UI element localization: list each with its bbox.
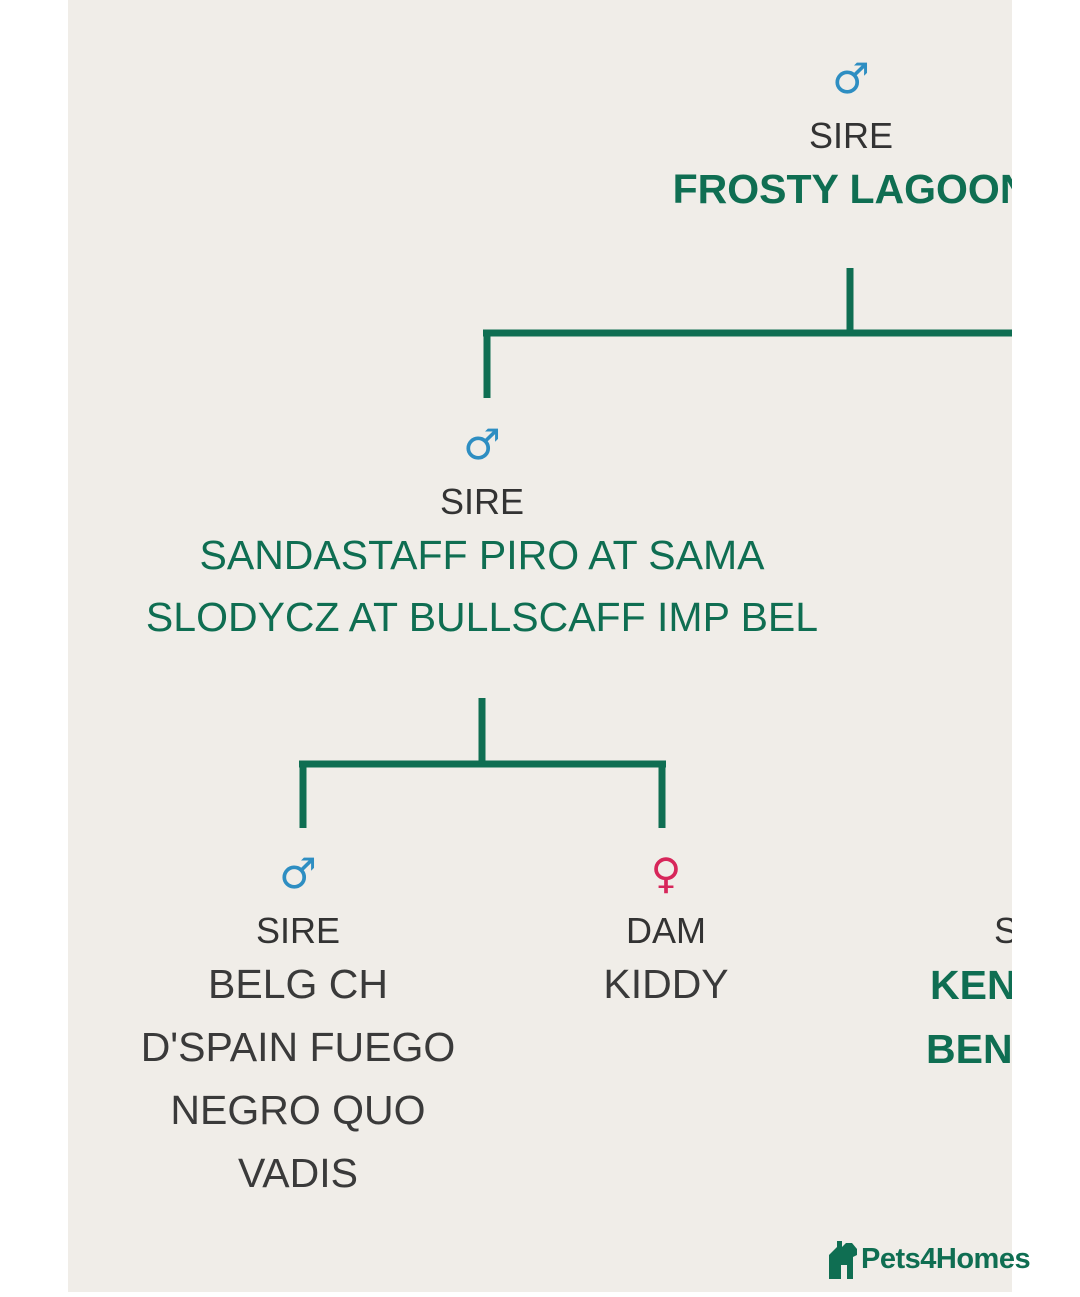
grand-sire-name-line: D'SPAIN FUEGO bbox=[140, 1024, 456, 1070]
right-partial-role: S bbox=[994, 910, 1012, 951]
second-sire-name-line: SLODYCZ AT BULLSCAFF IMP BEL bbox=[145, 594, 819, 640]
grand-sire-role: SIRE bbox=[255, 910, 341, 951]
right-partial-name-line: BEN bbox=[926, 1026, 1012, 1072]
grand-dam-role: DAM bbox=[626, 910, 706, 951]
pets4homes-logo-text: Pets4Homes bbox=[861, 1242, 1031, 1275]
pets4homes-logo: Pets4Homes bbox=[827, 1236, 1031, 1282]
grand-dam-name-line: KIDDY bbox=[603, 961, 729, 1007]
male-symbol-icon: ♂ bbox=[463, 420, 501, 469]
top-sire-node: ♂ SIRE FROSTY LAGOON bbox=[571, 58, 1012, 220]
male-symbol-icon: ♂ bbox=[832, 54, 870, 103]
right-partial-node: S KEN BEN bbox=[926, 853, 1012, 1081]
grand-sire-name-line: NEGRO QUO bbox=[170, 1087, 426, 1133]
grand-sire-name-line: BELG CH bbox=[208, 961, 388, 1007]
right-partial-name-line: KEN bbox=[930, 962, 1012, 1008]
grand-sire-name-line: VADIS bbox=[238, 1150, 358, 1196]
pets4homes-dog-house-icon bbox=[829, 1241, 857, 1279]
top-sire-role: SIRE bbox=[808, 115, 894, 156]
second-sire-name-line: SANDASTAFF PIRO AT SAMA bbox=[199, 532, 765, 578]
male-symbol-icon: ♂ bbox=[279, 849, 317, 898]
top-sire-name: FROSTY LAGOON bbox=[672, 166, 1012, 212]
second-sire-node: ♂ SIRE SANDASTAFF PIRO AT SAMA SLODYCZ A… bbox=[82, 424, 882, 648]
grand-sire-node: ♂ SIRE BELG CH D'SPAIN FUEGO NEGRO QUO V… bbox=[98, 853, 498, 1205]
pedigree-chart: ♂ SIRE FROSTY LAGOON ♂ SIRE SANDASTAFF P… bbox=[68, 0, 1012, 1292]
second-sire-role: SIRE bbox=[439, 481, 525, 522]
pedigree-connector-lines bbox=[299, 268, 1012, 828]
grand-dam-node: ♀ DAM KIDDY bbox=[516, 853, 816, 1016]
female-symbol-icon: ♀ bbox=[650, 849, 682, 898]
